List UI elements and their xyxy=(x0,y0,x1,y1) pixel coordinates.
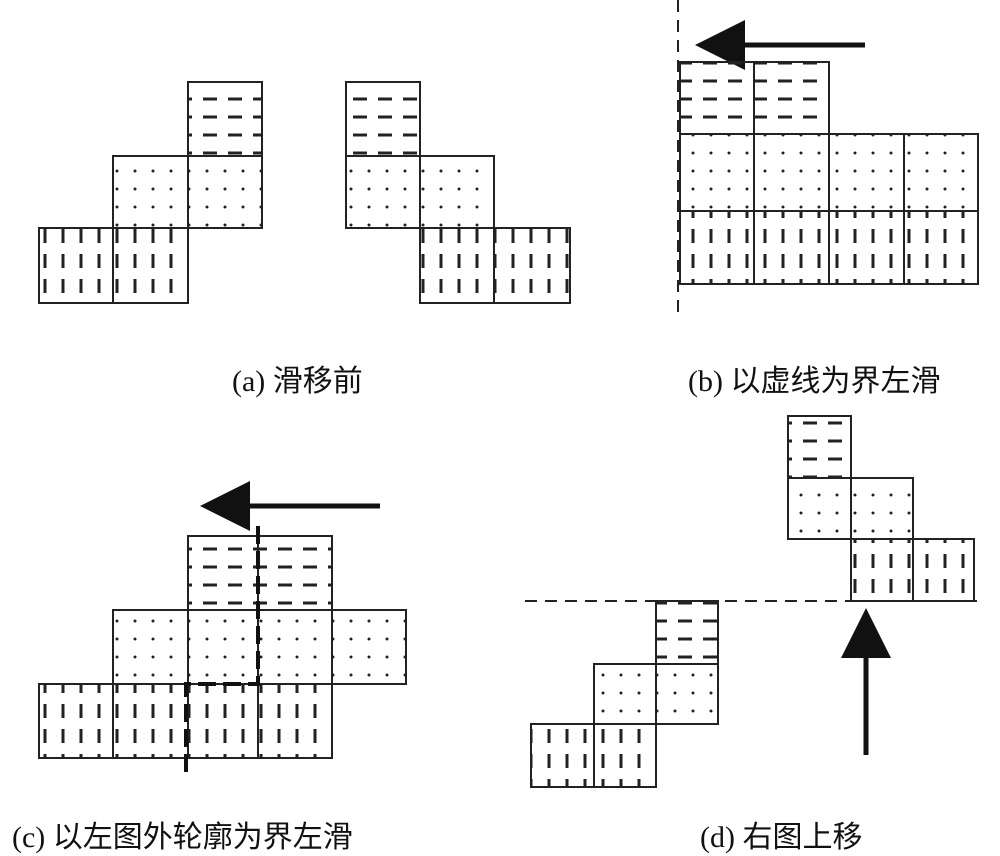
block-v xyxy=(593,723,657,788)
block-v xyxy=(679,210,755,285)
block-h xyxy=(345,81,421,157)
panel-d-left-shape xyxy=(530,600,719,788)
block-v xyxy=(112,683,189,759)
block-d xyxy=(257,609,333,685)
panel-a-left-shape xyxy=(38,81,263,304)
block-d xyxy=(655,663,719,725)
block-v xyxy=(903,210,979,285)
block-d xyxy=(419,155,495,229)
block-d xyxy=(112,609,189,685)
block-v xyxy=(530,723,595,788)
block-v xyxy=(112,227,189,304)
block-h xyxy=(655,600,719,665)
block-d xyxy=(753,133,830,212)
panel-d-right-shape xyxy=(787,415,975,602)
block-v xyxy=(257,683,333,759)
block-d xyxy=(679,133,755,212)
block-h xyxy=(753,61,830,135)
block-d xyxy=(903,133,979,212)
panel-b xyxy=(677,0,979,315)
caption-c: (c) 以左图外轮廓为界左滑 xyxy=(12,821,353,854)
dashed-outline-boundary xyxy=(184,526,260,772)
block-d xyxy=(112,155,189,229)
block-v xyxy=(38,683,114,759)
block-v xyxy=(753,210,830,285)
block-v xyxy=(38,227,114,304)
block-v xyxy=(419,227,495,304)
panel-c-shape xyxy=(38,535,407,759)
block-v xyxy=(187,683,259,759)
panel-d xyxy=(525,415,985,788)
block-d xyxy=(187,155,263,229)
panel-b-shape xyxy=(679,61,979,285)
block-v xyxy=(850,538,914,602)
caption-d: (d) 右图上移 xyxy=(700,821,863,854)
caption-a: (a) 滑移前 xyxy=(232,365,363,398)
panel-a xyxy=(38,81,571,304)
block-d xyxy=(187,609,259,685)
block-d xyxy=(850,477,914,540)
panel-c xyxy=(38,481,407,772)
block-d xyxy=(787,477,852,540)
caption-b: (b) 以虚线为界左滑 xyxy=(688,365,941,398)
block-v xyxy=(828,210,905,285)
block-h xyxy=(257,535,333,611)
block-h xyxy=(679,61,755,135)
panel-a-right-shape xyxy=(345,81,571,304)
block-h xyxy=(787,415,852,479)
block-v xyxy=(912,538,975,602)
block-d xyxy=(828,133,905,212)
block-h xyxy=(187,81,263,157)
block-h xyxy=(187,535,259,611)
block-v xyxy=(493,227,571,304)
block-d xyxy=(345,155,421,229)
block-d xyxy=(593,663,657,725)
block-d xyxy=(331,609,407,685)
